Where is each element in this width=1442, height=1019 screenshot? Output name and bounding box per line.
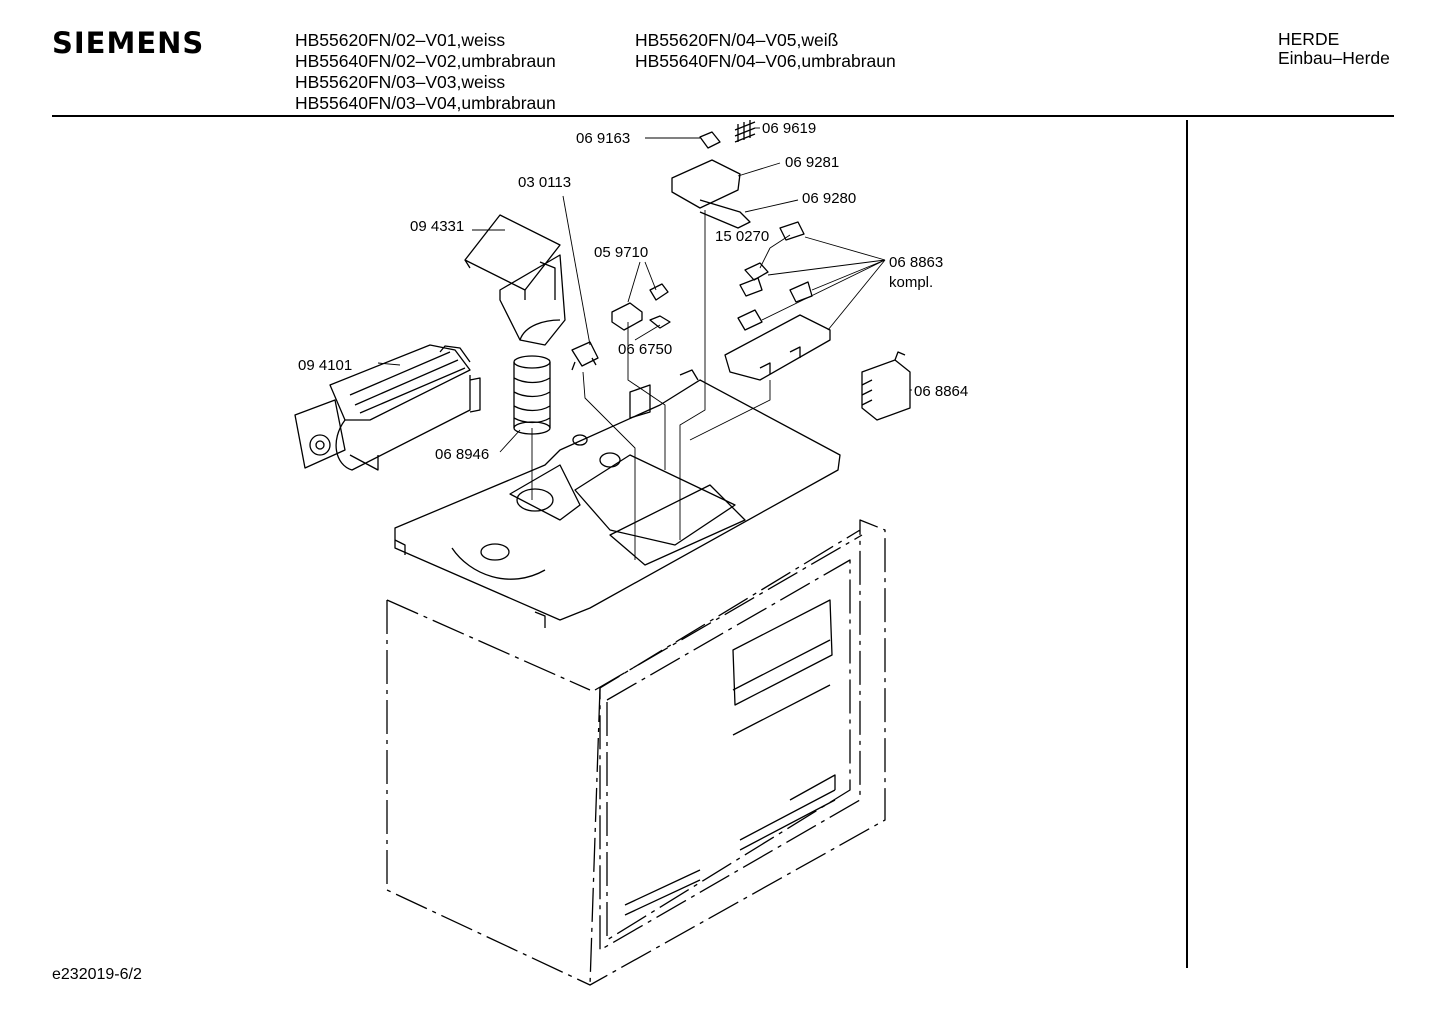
model-line: HB55620FN/04–V05,weiß — [635, 30, 839, 50]
model-line: HB55640FN/03–V04,umbrabraun — [295, 93, 556, 113]
part-label-059710: 05 9710 — [594, 244, 648, 261]
model-line: HB55640FN/02–V02,umbrabraun — [295, 51, 556, 71]
part-label-069280: 06 9280 — [802, 190, 856, 207]
part-label-068946: 06 8946 — [435, 446, 489, 463]
part-label-066750: 06 6750 — [618, 341, 672, 358]
model-line: HB55640FN/04–V06,umbrabraun — [635, 51, 896, 71]
document-id: e232019-6/2 — [52, 966, 142, 983]
part-label-030113: 03 0113 — [518, 174, 571, 191]
model-list-left: HB55620FN/02–V01,weiss HB55640FN/02–V02,… — [295, 30, 556, 114]
model-line: HB55620FN/03–V03,weiss — [295, 72, 506, 92]
part-label-068863: 06 8863 — [889, 254, 943, 271]
part-label-094331: 09 4331 — [410, 218, 464, 235]
part-label-069619: 06 9619 — [762, 120, 816, 137]
model-line: HB55620FN/02–V01,weiss — [295, 30, 506, 50]
safety-thermostat — [571, 341, 599, 371]
model-list-right: HB55620FN/04–V05,weiß HB55640FN/04–V06,u… — [635, 30, 896, 72]
part-label-069281: 06 9281 — [785, 154, 839, 171]
part-label-094101: 09 4101 — [298, 357, 352, 374]
mounting-bracket — [629, 369, 699, 419]
header-divider — [52, 115, 1394, 117]
tangential-fan — [294, 344, 481, 471]
door-lock — [671, 120, 756, 229]
part-label-150270: 15 0270 — [715, 228, 769, 245]
guide-lines — [531, 210, 771, 560]
brand-logo: SIEMENS — [52, 26, 205, 60]
category: HERDE Einbau–Herde — [1278, 30, 1390, 68]
switch-block — [724, 221, 831, 381]
category-title: HERDE — [1278, 29, 1340, 49]
side-divider — [1186, 120, 1188, 968]
oven-cavity — [386, 519, 886, 986]
part-label-068863-note: kompl. — [889, 274, 933, 291]
oven-shelf-rails — [624, 599, 836, 916]
control-module — [861, 351, 911, 421]
fan-wheel — [513, 355, 551, 435]
air-duct — [464, 214, 566, 346]
part-label-068864: 06 8864 — [914, 383, 968, 400]
part-label-069163: 06 9163 — [576, 130, 630, 147]
part-labels: 06 9163 06 9619 06 9281 06 9280 03 0113 … — [298, 120, 968, 463]
category-subtitle: Einbau–Herde — [1278, 48, 1390, 68]
door-switch — [611, 283, 671, 331]
top-plate — [394, 379, 841, 628]
leader-lines — [377, 127, 912, 453]
